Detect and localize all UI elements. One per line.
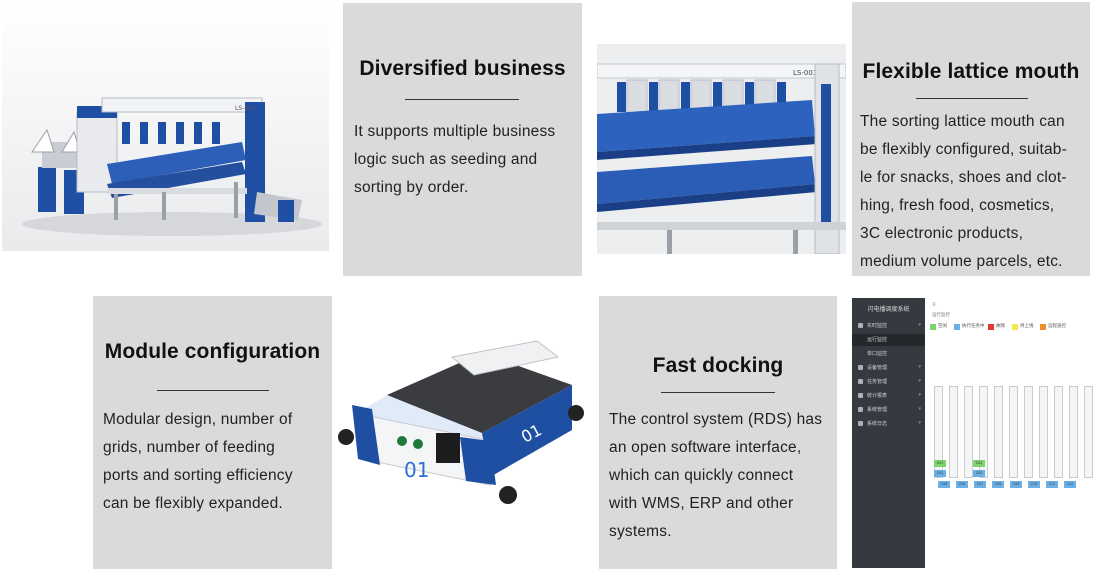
slot-tag: C09: [1010, 481, 1022, 488]
title-underline: [661, 392, 775, 393]
log-icon: [858, 421, 863, 426]
slot-tag: C11: [1046, 481, 1058, 488]
module-configuration-panel: Module configuration Modular design, num…: [93, 296, 332, 569]
breadcrumb: 运行监控: [932, 312, 950, 317]
grid-slot: [1054, 386, 1063, 478]
grid-slot: [1024, 386, 1033, 478]
monitor-icon: [858, 323, 863, 328]
slot-tag: C01: [934, 460, 946, 467]
menu-item[interactable]: 系统管理▾: [852, 404, 925, 416]
slot-tag: C08: [992, 481, 1004, 488]
menu-item[interactable]: 统计报表▾: [852, 390, 925, 402]
flexible-lattice-title: Flexible lattice mouth: [862, 60, 1080, 83]
rds-software-screenshot: 闪电播调度系统 实时监控▾ 运行监控 单口监控 设备管理▾ 任务管理▾ 统计报表…: [852, 298, 1099, 568]
grid-slot: [979, 386, 988, 478]
title-underline: [405, 99, 519, 100]
grid-slot: [934, 386, 943, 478]
slot-tag: C06: [956, 481, 968, 488]
diversified-business-panel: Diversified business It supports multipl…: [343, 3, 582, 276]
menu-item[interactable]: 任务管理▾: [852, 376, 925, 388]
slot-tag: C12: [1064, 481, 1076, 488]
flexible-lattice-panel: Flexible lattice mouth The sorting latti…: [852, 2, 1090, 276]
slot-tag: C05: [938, 481, 950, 488]
diversified-business-title: Diversified business: [359, 57, 566, 80]
grid-slot: [1069, 386, 1078, 478]
module-configuration-title: Module configuration: [104, 340, 321, 363]
software-app-title: 闪电播调度系统: [867, 307, 910, 313]
menu-item[interactable]: 系统日志▾: [852, 418, 925, 430]
grid-slot: [994, 386, 1003, 478]
slot-tag: C02: [973, 470, 985, 477]
fast-docking-title: Fast docking: [652, 354, 784, 377]
grid-slot: [1084, 386, 1093, 478]
report-icon: [858, 393, 863, 398]
legend-label: 空闲: [938, 323, 947, 328]
slot-tag: C01: [934, 470, 946, 477]
grid-slot: [964, 386, 973, 478]
legend-swatch: [954, 324, 960, 330]
module-device-image: 01 01: [332, 335, 597, 510]
title-underline: [157, 390, 269, 391]
grid-slot: [949, 386, 958, 478]
slot-tag: C02: [973, 460, 985, 467]
fast-docking-text: The control system (RDS) has an open sof…: [609, 411, 823, 540]
legend-label: 故障: [996, 323, 1005, 328]
menu-item-active[interactable]: 运行监控: [852, 334, 925, 346]
legend-label: 待上线: [1020, 323, 1034, 328]
device-icon: [858, 365, 863, 370]
flexible-lattice-text: The sorting lattice mouth can be flexibl…: [860, 113, 1067, 270]
legend-swatch: [1012, 324, 1018, 330]
legend-swatch: [988, 324, 994, 330]
module-configuration-text: Modular design, number of grids, number …: [103, 411, 293, 512]
menu-item[interactable]: 设备管理▾: [852, 362, 925, 374]
menu-item[interactable]: 实时监控▾: [852, 320, 925, 332]
legend-swatch: [930, 324, 936, 330]
slot-tag: C07: [974, 481, 986, 488]
legend-swatch: [1040, 324, 1046, 330]
slot-tag: C10: [1028, 481, 1040, 488]
module-number: 01: [404, 458, 429, 482]
settings-icon: [858, 407, 863, 412]
lattice-mouth-image: LS-001: [597, 44, 846, 254]
fast-docking-panel: Fast docking The control system (RDS) ha…: [599, 296, 837, 569]
software-sidebar: 闪电播调度系统 实时监控▾ 运行监控 单口监控 设备管理▾ 任务管理▾ 统计报表…: [852, 298, 925, 568]
sorter-machine-image: LS-001: [2, 2, 329, 251]
menu-toggle-icon[interactable]: ≡: [932, 302, 936, 308]
diversified-business-text: It supports multiple business logic such…: [354, 123, 556, 196]
legend-label: 远程遥控: [1048, 323, 1066, 328]
task-icon: [858, 379, 863, 384]
menu-item[interactable]: 单口监控: [867, 351, 888, 357]
grid-slot: [1039, 386, 1048, 478]
sorter-machine-label: LS-001: [235, 105, 256, 112]
title-underline: [916, 98, 1028, 99]
legend-label: 执行任务中: [962, 323, 985, 328]
lattice-label: LS-001: [793, 69, 817, 77]
grid-slot: [1009, 386, 1018, 478]
